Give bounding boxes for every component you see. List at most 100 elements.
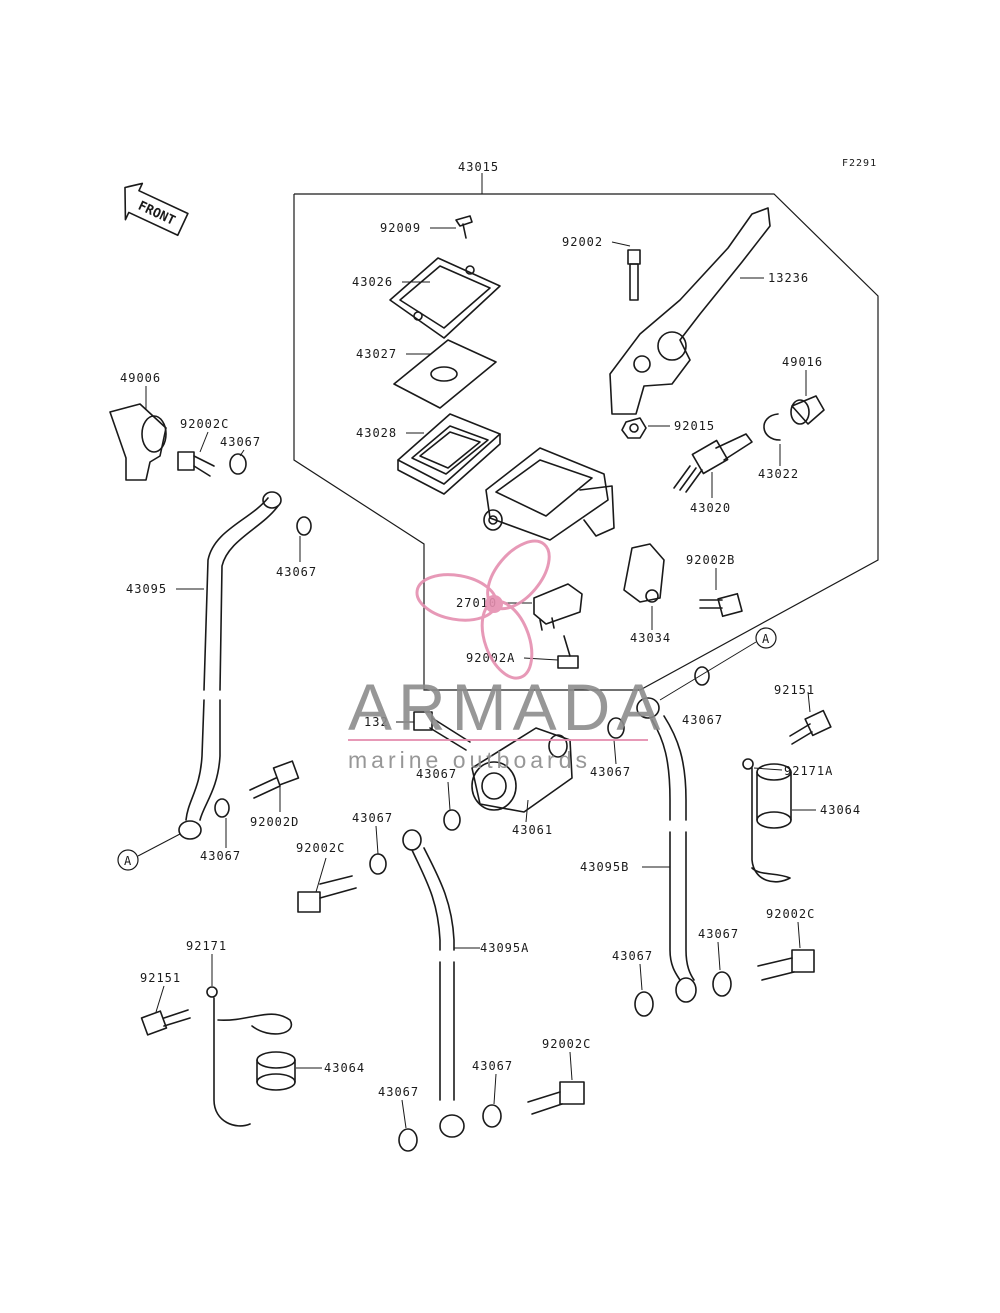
watermark-word: ARMADA (348, 670, 666, 744)
label-43027: 43027 (356, 347, 397, 361)
bolt-92002B (699, 592, 743, 618)
label-43095B: 43095B (580, 860, 629, 874)
label-43064-a: 43064 (820, 803, 861, 817)
label-43015: 43015 (458, 160, 499, 174)
watermark: ARMADA marine outboards (348, 539, 666, 773)
label-43028: 43028 (356, 426, 397, 440)
label-43022: 43022 (758, 467, 799, 481)
ref-marker-a-left: A (117, 833, 181, 871)
circlip-43022 (763, 413, 781, 441)
label-49006: 49006 (120, 371, 161, 385)
figure-code: F2291 (842, 158, 877, 169)
master-cylinder-body (483, 447, 615, 541)
washer-43067-e (607, 717, 625, 739)
ref-marker-a-right: A (659, 627, 777, 701)
grommet-43064-left (256, 1051, 296, 1091)
screw-92009 (455, 215, 473, 239)
label-43064-b: 43064 (324, 1061, 365, 1075)
label-92002C-a: 92002C (180, 417, 229, 431)
front-label: FRONT (136, 199, 178, 229)
screw-92002A (557, 635, 579, 669)
washer-43067-a (229, 453, 247, 475)
label-43067-g: 43067 (352, 811, 393, 825)
cap-49006 (109, 403, 167, 481)
label-43026: 43026 (352, 275, 393, 289)
banjo-bolt-92002D (249, 760, 300, 799)
switch-27010 (533, 583, 583, 631)
part-labels: 43015 92009 43026 43027 43028 92002 1323… (120, 160, 861, 1099)
watermark-subtitle: marine outboards (348, 747, 591, 773)
label-49016: 49016 (782, 355, 823, 369)
label-92151-a: 92151 (774, 683, 815, 697)
diaphragm-43028 (397, 413, 501, 495)
label-92002B: 92002B (686, 553, 735, 567)
washer-43067-i (712, 971, 732, 997)
propeller-logo (415, 539, 551, 680)
washer-43067-c (214, 798, 230, 818)
label-43095A: 43095A (480, 941, 529, 955)
washer-43067-g (369, 853, 387, 875)
label-43067-j: 43067 (378, 1085, 419, 1099)
label-43034: 43034 (630, 631, 671, 645)
label-13236: 13236 (768, 271, 809, 285)
banjo-bolt-92002C-center (297, 875, 357, 913)
label-92015: 92015 (674, 419, 715, 433)
label-92171: 92171 (186, 939, 227, 953)
label-43067-i: 43067 (612, 949, 653, 963)
label-132: 132 (364, 715, 389, 729)
ref-marker-a-left-label: A (124, 854, 132, 868)
pin-92002 (627, 249, 641, 301)
brake-hose-43095B (636, 697, 697, 1003)
washer-43067-f (694, 666, 710, 686)
reservoir-cover-43026 (389, 257, 501, 339)
washer-43067-d (443, 809, 461, 831)
banjo-bolt-92002C-bottom (527, 1081, 585, 1115)
ref-marker-a-right-label: A (762, 632, 770, 646)
plate-43027 (393, 339, 497, 409)
leader-lines (145, 227, 816, 1129)
banjo-bolt-92002C-left (177, 451, 215, 477)
label-43095: 43095 (126, 582, 167, 596)
brake-hose-43095 (178, 491, 282, 840)
clamp-43034 (623, 543, 665, 603)
label-43067-h: 43067 (698, 927, 739, 941)
label-43067-k: 43067 (472, 1059, 513, 1073)
banjo-bolt-92002C-right (757, 949, 815, 981)
label-43067-d: 43067 (416, 767, 457, 781)
bolt-92151-left (140, 1009, 191, 1036)
label-92151-b: 92151 (140, 971, 181, 985)
brake-hose-43095A (402, 829, 465, 1138)
label-43067-a: 43067 (220, 435, 261, 449)
label-43061: 43061 (512, 823, 553, 837)
label-43067-c: 43067 (200, 849, 241, 863)
assembly-frame-43015 (293, 173, 879, 691)
washer-43067-j (398, 1128, 418, 1152)
caliper-43061 (471, 727, 573, 813)
washer-43067-k (482, 1104, 502, 1128)
piston-assembly-43020 (673, 433, 753, 493)
grommet-43064-right (756, 763, 792, 829)
label-43067-e: 43067 (590, 765, 631, 779)
washer-43067-b (296, 516, 312, 536)
bolt-92151-right (789, 709, 832, 745)
label-92171A: 92171A (784, 764, 833, 778)
label-43020: 43020 (690, 501, 731, 515)
nut-92015 (621, 417, 647, 439)
label-92002: 92002 (562, 235, 603, 249)
label-43067-b: 43067 (276, 565, 317, 579)
propeller-hub (485, 595, 503, 613)
label-92002D: 92002D (250, 815, 299, 829)
label-92009: 92009 (380, 221, 421, 235)
dust-boot-49016 (790, 395, 825, 425)
label-43067-f: 43067 (682, 713, 723, 727)
label-92002C-c: 92002C (766, 907, 815, 921)
clip-92171A (742, 758, 791, 883)
brake-lever-13236 (609, 207, 771, 415)
clip-92171 (206, 986, 293, 1127)
washer-43067-h (634, 991, 654, 1017)
label-92002C-b: 92002C (296, 841, 345, 855)
front-arrow-icon: FRONT (124, 182, 189, 237)
label-92002C-d: 92002C (542, 1037, 591, 1051)
